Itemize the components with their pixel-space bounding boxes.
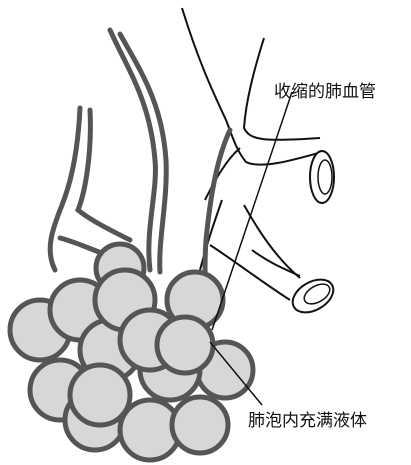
label-contracted-vessel: 收缩的肺血管	[274, 84, 376, 101]
alveolus	[172, 397, 228, 453]
vessel-opening-lower	[287, 273, 339, 319]
alveoli-cluster	[10, 244, 253, 460]
vessel-opening-upper	[310, 151, 334, 203]
label-fluid-filled-alveoli: 肺泡内充满液体	[248, 413, 367, 430]
alveolus	[157, 317, 213, 373]
alveolus	[70, 365, 130, 425]
